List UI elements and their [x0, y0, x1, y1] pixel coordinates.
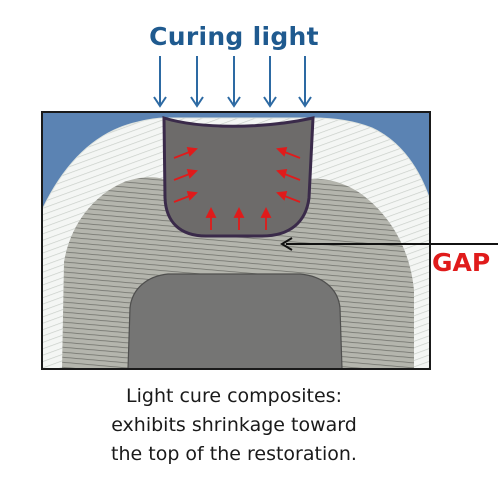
tooth-section	[42, 112, 430, 369]
red-arrow-icon	[173, 168, 198, 181]
down-arrow-icon	[153, 56, 167, 108]
gap-label: GAP	[432, 248, 491, 277]
down-arrow-icon	[263, 56, 277, 108]
caption-line: exhibits shrinkage toward	[111, 414, 357, 436]
red-arrow-icon	[205, 206, 217, 230]
curing-light-arrows	[153, 56, 312, 108]
red-arrow-icon	[260, 206, 272, 230]
red-arrow-icon	[276, 190, 301, 203]
diagram-title: Curing light	[149, 22, 319, 51]
pulp-chamber	[127, 273, 343, 369]
red-arrow-icon	[233, 206, 245, 230]
caption-line: Light cure composites:	[126, 385, 342, 407]
shrinkage-arrows	[173, 146, 301, 230]
red-arrow-icon	[173, 146, 198, 159]
caption: Light cure composites: exhibits shrinkag…	[0, 382, 468, 469]
red-arrow-icon	[276, 168, 301, 181]
caption-line: the top of the restoration.	[111, 443, 357, 465]
down-arrow-icon	[227, 56, 241, 108]
down-arrow-icon	[190, 56, 204, 108]
section-frame	[41, 111, 431, 370]
down-arrow-icon	[298, 56, 312, 108]
red-arrow-icon	[276, 146, 301, 159]
red-arrow-icon	[173, 190, 198, 203]
gap-pointer-arrow	[280, 237, 498, 251]
composite-restoration	[162, 115, 315, 238]
